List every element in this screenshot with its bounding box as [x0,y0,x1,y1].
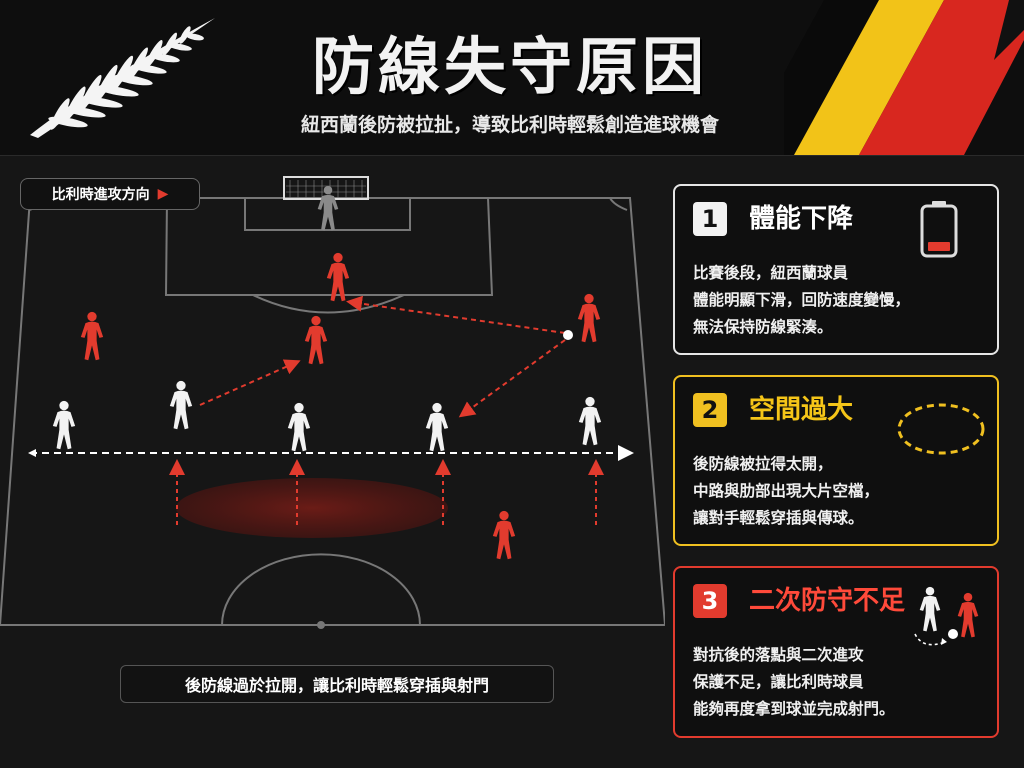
red-player [304,315,328,365]
dashed-ellipse-icon [897,403,985,455]
gap-arrows [169,459,604,525]
card-body: 比賽後段，紐西蘭球員 體能明顯下滑，回防速度變慢， 無法保持防線緊湊。 [693,260,985,341]
card-number: 3 [693,584,727,618]
reason-card-3: 3 二次防守不足 對抗後的落點與二次進攻 保護不足，讓比利時球員 能夠再度拿到球… [673,566,999,738]
white-player [169,380,193,430]
pitch-lines [0,197,665,626]
card-number: 1 [693,202,727,236]
card-line: 對抗後的落點與二次進攻 [693,646,864,664]
belgium-flag-stripes [784,0,1024,155]
ball-icon [563,330,573,340]
pass-arrows [199,295,566,418]
card-line: 後防線被拉得太開， [693,455,833,473]
page-title: 防線失守原因 [311,30,708,103]
white-player [578,396,602,446]
card-line: 保護不足，讓比利時球員 [693,673,864,691]
card-title: 二次防守不足 [749,586,906,616]
football-pitch [0,176,665,629]
open-space-zone [176,478,448,538]
header-banner: 防線失守原因 紐西蘭後防被拉扯，導致比利時輕鬆創造進球機會 [0,0,1024,156]
card-line: 比賽後段，紐西蘭球員 [693,264,849,282]
reason-card-2: 2 空間過大 後防線被拉得太開， 中路與肋部出現大片空檔， 讓對手輕鬆穿插與傳球… [673,375,999,546]
page-subtitle: 紐西蘭後防被拉扯，導致比利時輕鬆創造進球機會 [300,114,719,136]
goalkeeper-figure [317,185,339,231]
reason-card-1: 1 體能下降 比賽後段，紐西蘭球員 體能明顯下滑，回防速度變慢， 無法保持防線緊… [673,184,999,355]
card-body: 後防線被拉得太開， 中路與肋部出現大片空檔， 讓對手輕鬆穿插與傳球。 [693,451,985,532]
white-player [287,402,311,452]
card-number: 2 [693,393,727,427]
card-line: 體能明顯下滑，回防速度變慢， [693,291,911,309]
red-player [80,311,104,361]
card-line: 能夠再度拿到球並完成射門。 [693,700,895,718]
red-player [577,293,601,343]
white-player [52,400,76,450]
silver-fern-logo [30,18,215,138]
player-duel-icon [914,586,979,646]
card-line: 無法保持防線緊湊。 [693,318,833,336]
battery-low-icon [920,201,958,258]
attack-direction-tag: 比利時進攻方向 ▶ [20,178,200,210]
red-player [492,510,516,560]
new-zealand-players [52,380,602,452]
red-player [326,252,350,302]
card-body: 對抗後的落點與二次進攻 保護不足，讓比利時球員 能夠再度拿到球並完成射門。 [693,642,985,723]
card-line: 讓對手輕鬆穿插與傳球。 [693,509,864,527]
card-title: 空間過大 [749,395,854,425]
card-line: 中路與肋部出現大片空檔， [693,482,880,500]
play-arrow-icon: ▶ [157,186,169,202]
white-player [425,402,449,452]
attack-direction-label: 比利時進攻方向 [51,187,150,203]
card-title: 體能下降 [749,204,854,234]
pitch-caption: 後防線過於拉開，讓比利時輕鬆穿插與射門 [120,665,554,703]
